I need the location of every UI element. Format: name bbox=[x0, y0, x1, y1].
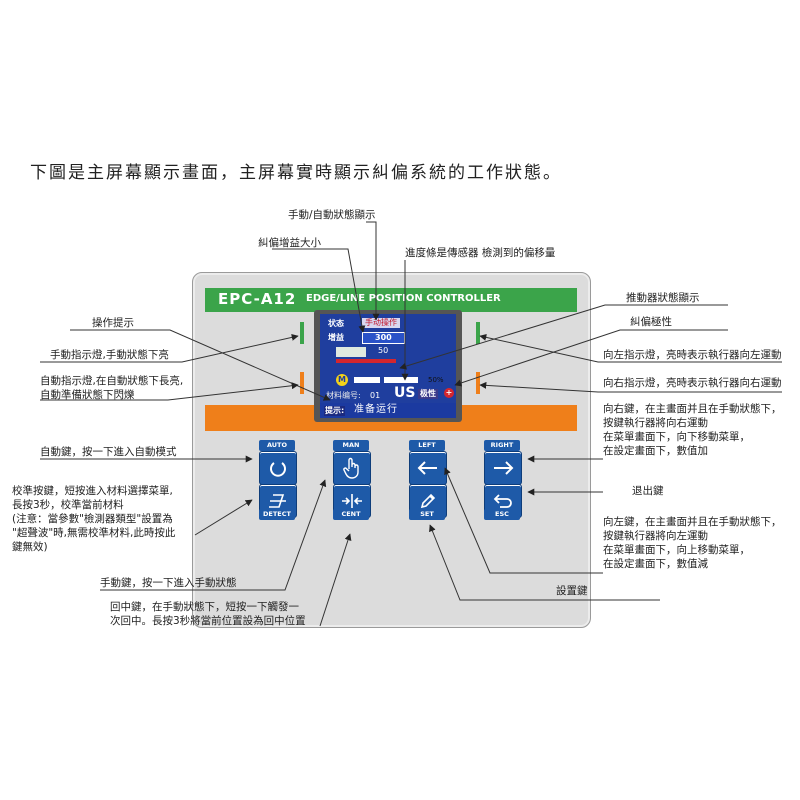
label-man-key: 手動鍵，按一下進入手動狀態 bbox=[100, 577, 237, 589]
auto-indicator-lamp bbox=[300, 372, 304, 394]
hint-strip bbox=[320, 403, 456, 418]
man-button[interactable] bbox=[333, 451, 371, 485]
progress-center-mark bbox=[380, 376, 384, 384]
offset-graph bbox=[336, 347, 366, 357]
pencil-icon bbox=[420, 493, 436, 509]
green-title-bar bbox=[205, 288, 577, 312]
arrow-right-icon bbox=[494, 461, 514, 475]
label-polarity: 糾偏極性 bbox=[630, 316, 672, 328]
leader-left-key bbox=[444, 467, 603, 574]
label-esc-key: 退出鍵 bbox=[632, 485, 664, 497]
label-cent-key: 回中鍵，在手動狀態下，短按一下觸發一 次回中。長按3秒將當前位置設為回中位置 bbox=[110, 601, 306, 627]
label-right-key: 向右鍵，在主畫面并且在手動狀態下， 按鍵執行器將向右運動 在菜單畫面下，向下移動… bbox=[603, 403, 782, 457]
leader-auto-lamp bbox=[40, 382, 299, 401]
label-left-lamp: 向左指示燈，亮時表示執行器向左運動 bbox=[603, 349, 782, 361]
polarity-icon: + bbox=[444, 388, 454, 398]
leader-left-lamp bbox=[479, 333, 782, 363]
leader-set-key bbox=[429, 524, 660, 601]
manual-indicator-lamp bbox=[300, 322, 304, 344]
arrow-left-icon bbox=[417, 461, 437, 475]
label-auto-lamp: 自動指示燈,在自動狀態下長亮, 自動準備狀態下閃爍 bbox=[40, 375, 184, 401]
leader-calib-key bbox=[194, 499, 253, 536]
label-calib-key: 校準按鍵，短按進入材料選擇菜單, 長按3秒，校準當前材料 (注意：當參數"檢測器… bbox=[12, 485, 176, 553]
hint-label: 提示: bbox=[324, 406, 346, 416]
cent-button-label: CENT bbox=[333, 509, 369, 520]
hand-icon bbox=[343, 457, 359, 479]
label-auto-key: 自動鍵，按一下進入自動模式 bbox=[40, 446, 177, 458]
center-arrows-icon bbox=[342, 494, 362, 508]
gain-label: 增益 bbox=[328, 333, 344, 342]
left-indicator-lamp bbox=[476, 322, 480, 344]
label-left-key: 向左鍵，在主畫面并且在手動狀態下， 按鍵執行器將向左運動 在菜單畫面下，向上移動… bbox=[603, 516, 782, 570]
leader-right-lamp bbox=[479, 381, 782, 393]
left-button[interactable] bbox=[409, 451, 447, 485]
gain-value: 300 bbox=[362, 332, 405, 344]
man-button-label: MAN bbox=[333, 440, 369, 451]
leader-polarity bbox=[454, 329, 728, 387]
esc-button-label: ESC bbox=[484, 509, 520, 520]
percent-label: 50% bbox=[428, 376, 444, 384]
right-indicator-lamp bbox=[476, 372, 480, 394]
progress-bar bbox=[354, 377, 418, 383]
power-cycle-icon bbox=[270, 460, 286, 477]
polarity-label: 极性 bbox=[418, 389, 438, 399]
label-progress: 進度條是傳感器 檢測到的偏移量 bbox=[405, 247, 556, 259]
leader-actuator bbox=[399, 304, 728, 370]
status-value: 手动操作 bbox=[362, 318, 400, 328]
offset-value: 50 bbox=[378, 346, 389, 355]
return-icon bbox=[493, 494, 512, 508]
sensor-type-badge: US bbox=[394, 385, 416, 401]
label-operation-hint: 操作提示 bbox=[92, 317, 134, 329]
leader-mode bbox=[366, 221, 380, 321]
detect-button-label: DETECT bbox=[259, 509, 295, 520]
page-heading: 下圖是主屏幕顯示畫面，主屏幕實時顯示糾偏系統的工作狀態。 bbox=[30, 163, 562, 183]
label-set-key: 設置鍵 bbox=[556, 585, 588, 597]
lcd-screen: 状态 手动操作 增益 300 50 M 50% 材料编号: 01 US 极性 +… bbox=[320, 314, 456, 418]
leader-cent-key bbox=[319, 533, 352, 627]
status-label: 状态 bbox=[328, 319, 344, 328]
motor-icon: M bbox=[336, 374, 348, 386]
label-mode-display: 手動/自動狀態顯示 bbox=[288, 209, 376, 221]
leader-hint bbox=[70, 329, 331, 401]
calibrate-icon bbox=[269, 494, 286, 508]
leader-man-key bbox=[100, 479, 327, 591]
left-button-label: LEFT bbox=[409, 440, 445, 451]
label-actuator-status: 推動器狀態顯示 bbox=[626, 292, 700, 304]
right-button-label: RIGHT bbox=[484, 440, 520, 451]
material-label: 材料编号: bbox=[326, 391, 361, 400]
leader-manual-lamp bbox=[40, 333, 299, 363]
controller-panel bbox=[192, 272, 591, 628]
offset-bar bbox=[336, 359, 396, 363]
model-name: EPC-A12 bbox=[218, 290, 297, 308]
hint-value: 准备运行 bbox=[354, 404, 398, 415]
label-right-lamp: 向右指示燈，亮時表示執行器向右運動 bbox=[603, 377, 782, 389]
material-value: 01 bbox=[370, 391, 381, 400]
label-gain: 糾偏增益大小 bbox=[258, 237, 321, 249]
auto-button-label: AUTO bbox=[259, 440, 295, 451]
leader-gain bbox=[272, 248, 366, 333]
model-subtitle: EDGE/LINE POSITION CONTROLLER bbox=[306, 293, 501, 304]
right-button[interactable] bbox=[484, 451, 522, 485]
label-manual-lamp: 手動指示燈,手動狀態下亮 bbox=[50, 349, 169, 361]
set-button-label: SET bbox=[409, 509, 445, 520]
